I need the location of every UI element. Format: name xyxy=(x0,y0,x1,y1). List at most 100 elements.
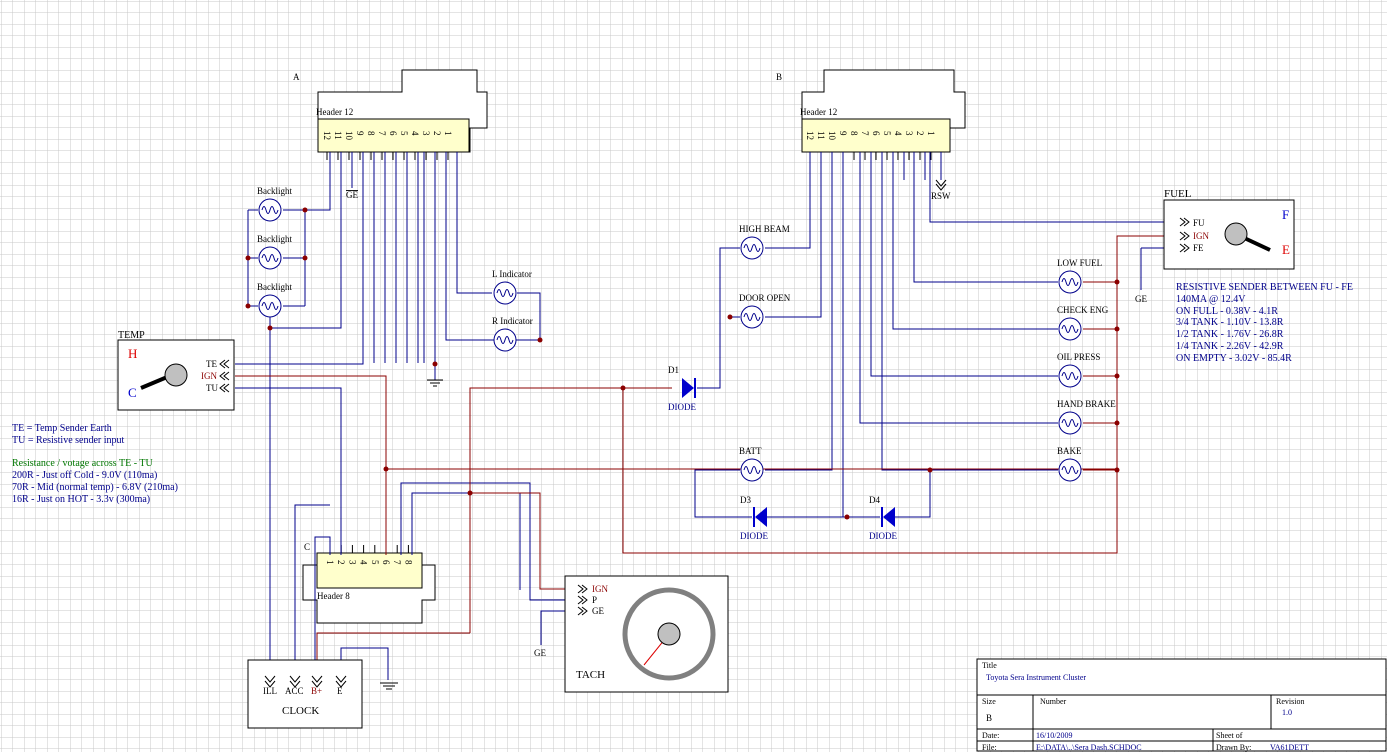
pin-number: 7 xyxy=(392,560,402,565)
l-indicator-lamp: L Indicator xyxy=(492,269,532,305)
diode-d4-ref: D4 xyxy=(869,495,880,505)
revision-value: 1.0 xyxy=(1282,708,1292,717)
number-label: Number xyxy=(1040,697,1067,706)
sheet-label: Sheet of xyxy=(1216,731,1243,740)
net-label-ge-a: GE xyxy=(346,190,358,200)
drawn-label: Drawn By: xyxy=(1216,743,1251,752)
tach-gauge: TACH IGN P GE xyxy=(564,575,729,693)
warning-lamp-label: OIL PRESS xyxy=(1057,352,1100,362)
net-label-rsw: RSW xyxy=(931,191,951,201)
pin-number: 4 xyxy=(410,131,420,136)
pin-number: 1 xyxy=(443,131,453,136)
pin-number: 4 xyxy=(359,560,369,565)
file-value: E:\DATA\..\Sera Dash.SCHDOC xyxy=(1036,743,1142,752)
pin-number: 2 xyxy=(432,131,442,136)
diode-d3: D3 DIODE xyxy=(740,495,768,541)
pin-number: 5 xyxy=(399,131,409,136)
pin-number: 5 xyxy=(882,131,892,136)
temp-legend-te: TE = Temp Sender Earth xyxy=(12,423,112,434)
pin-number: 11 xyxy=(816,131,826,140)
warning-lamp-label: CHECK ENG xyxy=(1057,305,1109,315)
revision-label: Revision xyxy=(1276,697,1304,706)
pin-number: 2 xyxy=(915,131,925,136)
fuel-full-label: F xyxy=(1282,207,1289,222)
header-c-name: Header 8 xyxy=(317,591,350,601)
warning-lamp: LOW FUEL xyxy=(1057,258,1102,294)
ground-symbols xyxy=(380,379,443,690)
clock-pin-e: E xyxy=(337,686,343,696)
high-beam-lamp: HIGH BEAM xyxy=(739,224,790,260)
warning-lamp-label: HAND BRAKE xyxy=(1057,399,1116,409)
high-beam-lamp-label: HIGH BEAM xyxy=(739,224,790,234)
pin-number: 3 xyxy=(904,131,914,136)
pin-number: 8 xyxy=(849,131,859,136)
backlight-lamp-label: Backlight xyxy=(257,282,292,292)
header-b-name: Header 12 xyxy=(800,107,837,117)
pin-number: 5 xyxy=(370,560,380,565)
drawn-value: VA61DETT xyxy=(1270,743,1309,752)
backlight-lamp: Backlight xyxy=(257,234,292,270)
header-b-designator: B xyxy=(776,72,782,82)
clock-label: CLOCK xyxy=(282,705,319,717)
title-label: Title xyxy=(982,661,997,670)
fuel-gauge: FUEL F E FU IGN FE xyxy=(1163,188,1295,270)
warning-lamp: CHECK ENG xyxy=(1057,305,1109,341)
file-label: File: xyxy=(982,743,997,752)
temp-gauge: TEMP H C TE IGN TU xyxy=(117,330,235,411)
pin-number: 7 xyxy=(860,131,870,136)
pin-number: 10 xyxy=(344,131,354,141)
r-indicator-lamp: R Indicator xyxy=(492,316,533,352)
pin-number: 3 xyxy=(421,131,431,136)
pin-number: 12 xyxy=(322,131,332,140)
date-label: Date: xyxy=(982,731,999,740)
resistance-row: 70R - Mid (normal temp) - 6.8V (210ma) xyxy=(12,482,178,493)
diode-d1: D1 DIODE xyxy=(668,365,696,412)
clock: ILL ACC B+ E CLOCK xyxy=(247,659,363,729)
pin-number: 2 xyxy=(336,560,346,565)
warning-lamp-label: LOW FUEL xyxy=(1057,258,1102,268)
fuel-note-line: 1/4 TANK - 2.26V - 42.9R xyxy=(1176,341,1284,352)
pin-number: 8 xyxy=(403,560,413,565)
pin-number: 1 xyxy=(926,131,936,136)
title-block: Title Toyota Sera Instrument Cluster Siz… xyxy=(976,658,1387,752)
clock-pin-acc: ACC xyxy=(285,686,304,696)
diode-d3-type: DIODE xyxy=(740,531,768,541)
clock-pin-ill: ILL xyxy=(263,686,277,696)
net-label-tach-ge: GE xyxy=(534,648,546,658)
fuel-note-line: RESISTIVE SENDER BETWEEN FU - FE xyxy=(1176,282,1353,293)
diode-d3-ref: D3 xyxy=(740,495,751,505)
title-value: Toyota Sera Instrument Cluster xyxy=(986,673,1086,682)
backlight-lamp: Backlight xyxy=(257,186,292,222)
pin-number: 9 xyxy=(355,131,365,136)
tach-pin-ge: GE xyxy=(592,606,604,616)
fuel-note-line: ON FULL - 0.38V - 4.1R xyxy=(1176,306,1278,317)
l-indicator-lamp-label: L Indicator xyxy=(492,269,532,279)
pin-number: 12 xyxy=(805,131,815,140)
temp-cold-label: C xyxy=(128,385,137,400)
warning-lamp: BAKE xyxy=(1057,446,1082,482)
resistance-row: 16R - Just on HOT - 3.3v (300ma) xyxy=(12,494,150,505)
batt-lamp-label: BATT xyxy=(739,446,762,456)
diode-d4: D4 DIODE xyxy=(869,495,897,541)
diode-d1-ref: D1 xyxy=(668,365,679,375)
warning-lamp: OIL PRESS xyxy=(1057,352,1100,388)
pin-number: 7 xyxy=(377,131,387,136)
clock-pin-bplus: B+ xyxy=(311,686,322,696)
pin-number: 1 xyxy=(325,560,335,565)
pin-number: 6 xyxy=(388,131,398,136)
size-value: B xyxy=(986,713,992,723)
backlight-lamp: Backlight xyxy=(257,282,292,318)
door-open-lamp: DOOR OPEN xyxy=(739,293,791,329)
fuel-gauge-label: FUEL xyxy=(1164,188,1192,200)
size-label: Size xyxy=(982,697,996,706)
batt-lamp: BATT xyxy=(739,446,764,482)
tach-label: TACH xyxy=(576,669,605,681)
fuel-notes: RESISTIVE SENDER BETWEEN FU - FE 140MA @… xyxy=(1176,282,1353,364)
fuel-pin-ign: IGN xyxy=(1193,231,1209,241)
